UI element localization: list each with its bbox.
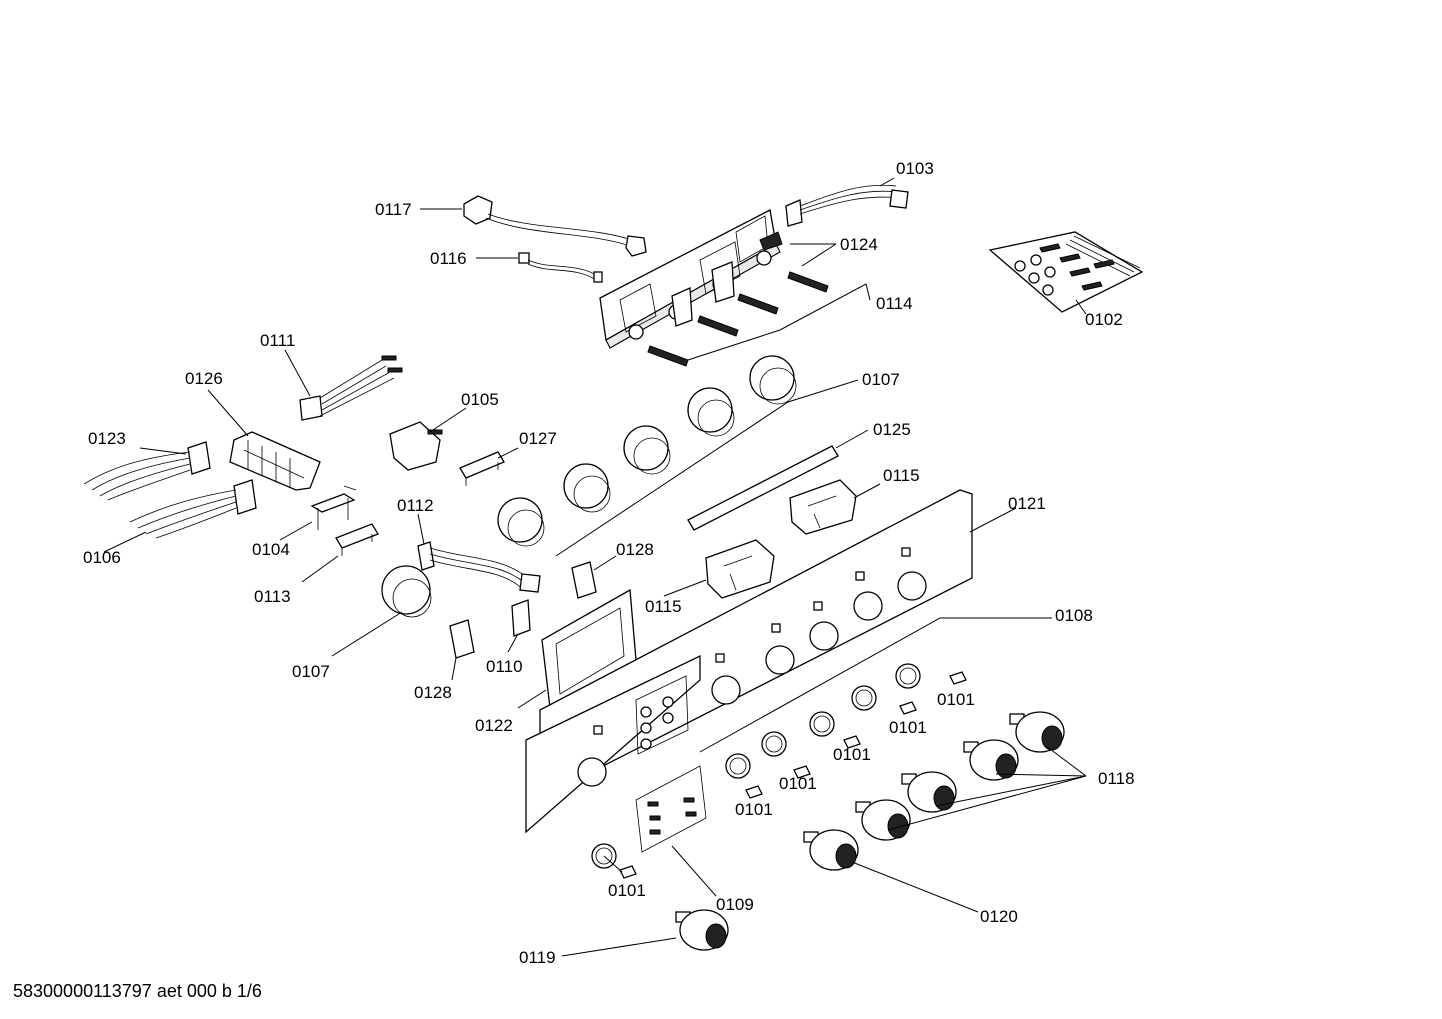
callout-0123: 0123 <box>88 429 126 448</box>
callout-0107-upper: 0107 <box>862 370 900 389</box>
callout-0120: 0120 <box>980 907 1018 926</box>
part-0117-cable <box>463 195 647 257</box>
part-0114-switch-module <box>599 209 781 349</box>
callout-0103: 0103 <box>896 159 934 178</box>
callout-0118: 0118 <box>1098 769 1135 788</box>
part-0119-knob <box>675 909 729 951</box>
callout-labels: 0103 0117 0124 0116 0114 0102 0111 0126 … <box>83 159 1135 967</box>
part-0127-clip <box>459 451 505 486</box>
callout-0106: 0106 <box>83 548 121 567</box>
callout-0101-c: 0101 <box>833 745 871 764</box>
callout-0122: 0122 <box>475 716 513 735</box>
part-0104-bracket <box>310 485 357 530</box>
part-0126-terminal-block <box>229 431 321 491</box>
callout-0101-d: 0101 <box>779 774 817 793</box>
callout-0111: 0111 <box>260 331 295 350</box>
callout-0115-lower: 0115 <box>645 597 682 616</box>
callout-0128-upper: 0128 <box>616 540 654 559</box>
part-0110 <box>511 599 531 637</box>
part-0120-knob <box>803 829 859 871</box>
part-0103-flat-cable <box>785 184 909 227</box>
part-0128-clip-upper <box>571 561 597 599</box>
callout-0101-f: 0101 <box>608 881 646 900</box>
callout-0119: 0119 <box>519 948 556 967</box>
part-0128-clip-lower <box>449 619 475 659</box>
callout-0115-upper: 0115 <box>883 466 920 485</box>
part-0115-switch-lower <box>705 539 775 599</box>
part-0106-wire-set <box>129 479 257 539</box>
part-0116-cable <box>518 252 603 283</box>
document-id: 58300000113797 aet 000 b 1/6 <box>13 981 262 1001</box>
callout-0105: 0105 <box>461 390 499 409</box>
callout-0109: 0109 <box>716 895 754 914</box>
part-0108-front-panel <box>525 654 701 834</box>
part-0105-switch <box>389 421 443 471</box>
part-0112-ribbon <box>417 541 541 593</box>
part-0115-switch-upper <box>789 479 857 535</box>
callout-0107-lower: 0107 <box>292 662 330 681</box>
part-0124-spindles <box>647 231 829 367</box>
callout-0124: 0124 <box>840 235 878 254</box>
callout-0127: 0127 <box>519 429 557 448</box>
callout-0116: 0116 <box>430 249 467 268</box>
part-0109-screws <box>635 765 707 853</box>
leader-lines <box>103 177 1087 957</box>
part-0125-strip <box>687 445 839 531</box>
callout-0101-b: 0101 <box>889 718 927 737</box>
callout-0102: 0102 <box>1085 310 1123 329</box>
callout-0114: 0114 <box>876 294 913 313</box>
part-0113-clip <box>335 523 379 556</box>
callout-0121: 0121 <box>1008 494 1046 513</box>
callout-0113: 0113 <box>254 587 291 606</box>
callout-0117: 0117 <box>375 200 412 219</box>
callout-0112: 0112 <box>397 496 434 515</box>
callout-0110: 0110 <box>486 657 523 676</box>
part-0107-sleeves <box>381 355 797 618</box>
callout-0108: 0108 <box>1055 606 1093 625</box>
callout-0125: 0125 <box>873 420 911 439</box>
callout-0101-e: 0101 <box>735 800 773 819</box>
callout-0101-a: 0101 <box>937 690 975 709</box>
part-0118-knobs <box>855 711 1065 841</box>
callout-0126: 0126 <box>185 369 223 388</box>
part-0101-rings <box>591 663 967 879</box>
callout-0128-lower: 0128 <box>414 683 452 702</box>
part-0102-screw-bag <box>988 231 1144 313</box>
part-0111-connector-cable <box>299 355 403 421</box>
part-0123-wire-set <box>83 441 211 501</box>
callout-0104: 0104 <box>252 540 290 559</box>
